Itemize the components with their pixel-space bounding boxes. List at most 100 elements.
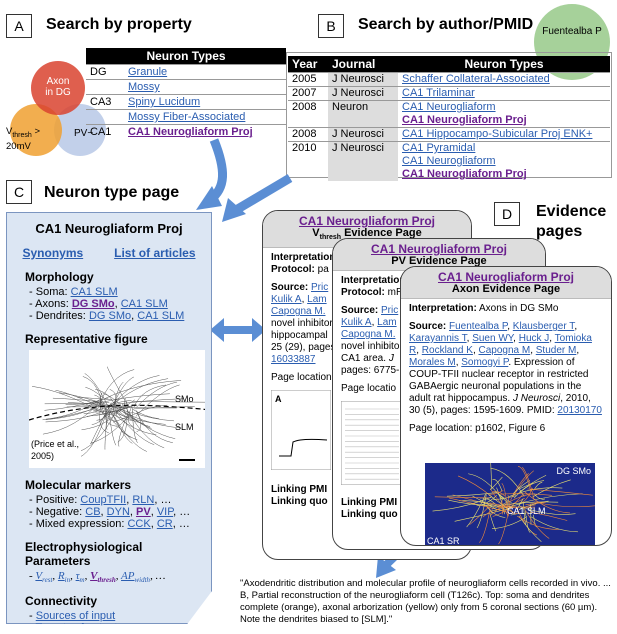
author-link[interactable]: Morales M [409,357,456,368]
marker-link[interactable]: CCK [127,518,151,530]
arrow-b-to-c-head [222,198,246,222]
morphology-list: Soma: CA1 SLM Axons: DG SMo, CA1 SLM Den… [7,286,211,322]
author-link[interactable]: Kulik A [271,294,302,306]
img-label-ca1-slm: CA1 SLM [507,506,546,516]
neuron-type-link-selected[interactable]: CA1 Neurogliaform Proj [402,168,527,180]
marker-link[interactable]: RLN [132,494,155,506]
neuron-type-link-selected[interactable]: CA1 Neurogliaform Proj [402,114,527,126]
author-link[interactable]: Klausberger T [512,321,575,332]
table-row: 2005 J Neurosci Schaffer Collateral-Asso… [288,72,610,87]
author-link[interactable]: Lam [377,317,397,328]
marker-link[interactable]: VIP [156,506,174,518]
representative-figure[interactable]: SMo SLM (Price et al., 2005) [29,350,205,468]
marker-link-pv[interactable]: PV [136,506,151,518]
table-row[interactable]: Mossy Fiber-Associated [86,109,286,125]
author-link[interactable]: Suen WY [472,333,514,344]
param-link-apwidth[interactable]: APwidth [121,570,151,585]
evidence-card-pv[interactable]: CA1 Neurogliaform Proj PV Evidence Page … [332,238,546,550]
list-item: Positive: CoupTFII, RLN, … [29,494,211,506]
citation-detail: , 2010, 30 (5), pages: 1595-1609. PMID: [409,393,591,416]
protocol-value: mR [387,287,404,298]
neuron-type-link[interactable]: CA1 Neurogliaform [402,101,496,113]
neuron-type-link[interactable]: Schaffer Collateral-Associated [402,73,550,85]
dendrites-link-ca1-slm[interactable]: CA1 SLM [137,310,185,322]
targets-link[interactable]: Targets of output [35,622,118,634]
soma-label: Soma: [35,286,71,298]
author-link[interactable]: Capogna M [478,345,531,356]
synonyms-link[interactable]: Synonyms [22,246,84,260]
source-label: Source: [409,321,447,332]
panel-a-title: Search by property [46,16,192,33]
sources-link[interactable]: Sources of input [35,610,116,623]
param-link-vthresh[interactable]: Vthresh [90,570,116,585]
author-link[interactable]: Capogna M. [341,329,396,340]
marker-link[interactable]: CoupTFII [80,494,127,506]
author-link[interactable]: Rockland K [421,345,473,356]
list-item: Targets of output [29,622,211,634]
author-link[interactable]: Pric [381,305,399,316]
neuron-type-link[interactable]: CA1 Hippocampo-Subicular Proj ENK+ [402,128,593,140]
col-header-year: Year [288,56,328,73]
journal-cell: J Neurosci [328,86,398,101]
author-link[interactable]: Tomioka R [409,333,592,356]
author-link[interactable]: Pric [311,282,329,294]
arrow-a-to-c [207,138,228,204]
axons-label: Axons: [35,298,72,310]
journal-cell: Neuron [328,100,398,128]
arrow-b-to-c [233,174,293,214]
list-item: Sources of input [29,610,211,622]
soma-link[interactable]: CA1 SLM [70,286,118,298]
axon-figure[interactable]: DG SMo CA1 SLM CA1 SR [425,463,595,545]
marker-link[interactable]: CR [156,518,173,530]
arrow-a-to-c-head [196,186,222,210]
page-title: CA1 Neurogliaform Proj [35,221,183,236]
pmid-link[interactable]: 16033887 [271,354,316,366]
neuron-type-link-selected[interactable]: CA1 Neurogliaform Proj [128,126,253,139]
neuron-type-link[interactable]: Mossy [128,81,160,93]
card-title[interactable]: CA1 Neurogliaform Proj [370,242,508,256]
table-row: 2007 J Neurosci CA1 Trilaminar [288,86,610,101]
author-link[interactable]: Huck J [518,333,550,344]
neuron-reconstruction-image [29,366,205,461]
param-link-rin[interactable]: Rin [57,570,71,585]
author-link[interactable]: Kulik A [341,317,372,328]
author-link[interactable]: Studer M [535,345,577,356]
pmid-link[interactable]: 20130170 [557,405,602,416]
dendrites-link-dg-smo[interactable]: DG SMo [88,310,132,322]
param-link-vrest[interactable]: Vrest [35,570,53,585]
evidence-card-axon[interactable]: CA1 Neurogliaform Proj Axon Evidence Pag… [400,266,612,546]
neuron-type-link[interactable]: CA1 Neurogliaform [402,155,496,167]
marker-link[interactable]: DYN [106,506,130,518]
author-link[interactable]: Lam [307,294,327,306]
page-location: Page location [271,372,332,384]
neuron-type-link[interactable]: CA1 Trilaminar [402,87,475,99]
marker-link[interactable]: CB [85,506,101,518]
list-articles-link[interactable]: List of articles [114,246,196,260]
table-thumbnail [340,400,404,486]
negative-label: Negative: [35,506,86,518]
fig-label-slm: SLM [175,422,194,432]
neuron-type-link[interactable]: Spiny Lucidum [128,96,201,108]
fig-credit: (Price et al., 2005) [31,438,81,462]
axons-link-ca1-slm[interactable]: CA1 SLM [120,298,168,310]
electro-list: Vrest, Rin, τm, Vthresh, APwidth, … [7,570,211,584]
axons-link-dg-smo[interactable]: DG SMo [71,298,115,310]
neuron-type-link[interactable]: Granule [128,66,168,78]
vthresh-circle [10,104,62,156]
author-link[interactable]: Somogyi P [461,357,509,368]
author-link[interactable]: Capogna M. [271,306,326,318]
panel-c-title: Neuron type page [44,184,180,201]
year-cell: 2008 [288,100,328,128]
card-title[interactable]: CA1 Neurogliaform Proj [298,214,436,228]
param-link-taum[interactable]: τm [75,570,85,585]
card-title[interactable]: CA1 Neurogliaform Proj [437,270,575,284]
author-link[interactable]: Karayannis T [409,333,467,344]
neuron-type-link[interactable]: CA1 Pyramidal [402,142,476,154]
author-link[interactable]: Fuentealba P [449,321,508,332]
neuron-type-link[interactable]: Mossy Fiber-Associated [128,111,246,123]
table-row[interactable]: Mossy [86,79,286,95]
panel-d-letter: D [494,202,520,226]
